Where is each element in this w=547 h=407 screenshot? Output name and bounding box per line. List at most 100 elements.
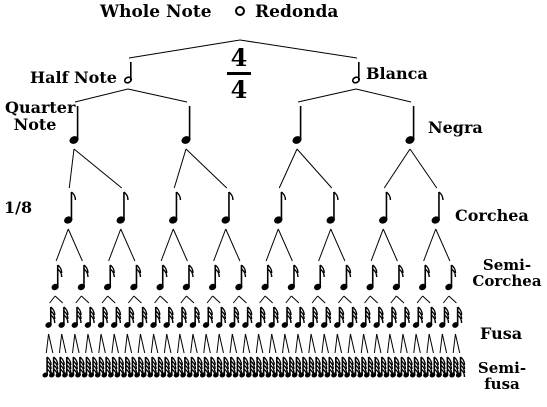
sixty-fourth-note-flag bbox=[420, 356, 426, 366]
sixty-fourth-note-flag bbox=[460, 368, 466, 378]
connector-line bbox=[242, 333, 246, 354]
thirty-second-note-flag bbox=[378, 306, 384, 316]
time-signature-top: 4 bbox=[230, 43, 248, 72]
sixty-fourth-note-flag bbox=[59, 356, 65, 366]
connector-line bbox=[415, 333, 421, 354]
thirty-second-note-flag bbox=[89, 310, 95, 320]
sixty-fourth-note-flag bbox=[322, 364, 328, 374]
thirty-second-note-flag bbox=[194, 310, 200, 320]
sixty-fourth-note-flag bbox=[79, 364, 85, 374]
sixty-fourth-note-flag bbox=[125, 364, 131, 374]
sixteenth-note-flag bbox=[319, 264, 325, 274]
eighth-note-flag bbox=[228, 191, 234, 201]
sixteenth-note-flag bbox=[346, 264, 352, 274]
thirty-second-note-flag bbox=[444, 306, 450, 316]
thirty-second-note-flag bbox=[260, 310, 266, 320]
eighth-note-flag bbox=[386, 191, 392, 201]
thirty-second-note-flag bbox=[76, 314, 82, 324]
connector-line bbox=[422, 295, 431, 304]
sixteenth-note-flag bbox=[372, 264, 378, 274]
connector-line bbox=[87, 333, 93, 354]
sixty-fourth-note-flag bbox=[427, 364, 433, 374]
sixty-fourth-note-flag bbox=[453, 364, 459, 374]
thirty-second-note-flag bbox=[352, 310, 358, 320]
sixty-fourth-note-flag bbox=[92, 356, 98, 366]
thirty-second-note-flag bbox=[457, 306, 463, 316]
thirty-second-note-flag bbox=[89, 314, 95, 324]
sixteenth-note-flag bbox=[241, 268, 247, 278]
sixty-fourth-note-flag bbox=[164, 360, 170, 370]
connector-line bbox=[265, 228, 279, 262]
connector-line bbox=[323, 333, 329, 354]
sixty-fourth-note-flag bbox=[427, 360, 433, 370]
sixty-fourth-note-flag bbox=[191, 360, 197, 370]
thirty-second-note-flag bbox=[260, 314, 266, 324]
connector-line bbox=[282, 333, 286, 354]
thirty-second-note-flag bbox=[220, 310, 227, 320]
label-quarter-line2: Note bbox=[13, 114, 57, 134]
connector-line bbox=[101, 295, 109, 304]
sixty-fourth-note-flag bbox=[374, 360, 380, 370]
connector-line bbox=[179, 333, 185, 354]
sixty-fourth-note-flag bbox=[263, 356, 269, 366]
connector-line bbox=[55, 228, 69, 262]
label-whole-note: Whole Note bbox=[100, 2, 212, 22]
sixty-fourth-note-flag bbox=[407, 360, 413, 370]
sixteenth-note-flag bbox=[451, 264, 457, 274]
connector-line bbox=[75, 295, 82, 304]
sixty-fourth-note-flag bbox=[276, 364, 282, 374]
label-negra: Negra bbox=[428, 118, 483, 137]
thirty-second-note-flag bbox=[207, 314, 213, 324]
eighth-note-flag bbox=[71, 191, 77, 201]
thirty-second-note-flag bbox=[273, 310, 279, 320]
connector-line bbox=[297, 88, 357, 103]
thirty-second-note-flag bbox=[312, 314, 318, 324]
thirty-second-note-flag bbox=[404, 314, 410, 324]
label-blanca: Blanca bbox=[366, 64, 428, 83]
thirty-second-note-flag bbox=[102, 306, 108, 316]
connector-line bbox=[137, 333, 141, 354]
connector-line bbox=[259, 295, 266, 304]
connector-line bbox=[428, 333, 434, 354]
sixty-fourth-note-flag bbox=[269, 360, 275, 370]
sixty-fourth-note-flag bbox=[368, 364, 374, 374]
sixty-fourth-note-flag bbox=[125, 360, 131, 370]
sixty-fourth-note-flag bbox=[223, 356, 229, 366]
thirty-second-note-flag bbox=[404, 306, 410, 316]
sixty-fourth-note-flag bbox=[236, 360, 243, 370]
sixty-fourth-note-flag bbox=[151, 364, 157, 374]
sixty-fourth-note-flag bbox=[315, 364, 321, 374]
sixty-fourth-note-flag bbox=[433, 360, 439, 370]
sixty-fourth-note-flag bbox=[46, 364, 52, 374]
thirty-second-note-flag bbox=[234, 310, 240, 320]
sixty-fourth-note-flag bbox=[118, 364, 124, 374]
connector-line bbox=[216, 333, 220, 354]
connector-line bbox=[73, 148, 123, 189]
connector-line bbox=[231, 333, 238, 354]
sixty-fourth-note-flag bbox=[191, 364, 197, 374]
sixteenth-note-flag bbox=[188, 268, 194, 278]
sixteenth-note-flag bbox=[398, 268, 404, 278]
sixty-fourth-note-flag bbox=[407, 356, 413, 366]
thirty-second-note-flag bbox=[115, 306, 122, 316]
sixty-fourth-note-flag bbox=[309, 364, 315, 374]
thirty-second-note-flag bbox=[444, 310, 450, 320]
thirty-second-note-flag bbox=[129, 306, 135, 316]
sixty-fourth-note-flag bbox=[355, 364, 361, 374]
thirty-second-note-flag bbox=[365, 310, 371, 320]
sixty-fourth-note-flag bbox=[151, 360, 157, 370]
sixty-fourth-note-flag bbox=[309, 360, 315, 370]
thirty-second-note-flag bbox=[430, 314, 437, 324]
sixty-fourth-note-flag bbox=[348, 356, 354, 366]
sixty-fourth-note-flag bbox=[381, 356, 387, 366]
sixty-fourth-note-flag bbox=[151, 356, 157, 366]
connector-line bbox=[426, 333, 430, 354]
connector-line bbox=[218, 333, 224, 354]
sixty-fourth-note-flag bbox=[184, 356, 190, 366]
sixteenth-note-flag bbox=[267, 264, 273, 274]
thirty-second-note-flag bbox=[102, 310, 108, 320]
thirty-second-note-flag bbox=[312, 310, 318, 320]
connector-line bbox=[213, 228, 227, 262]
sixty-fourth-note-flag bbox=[276, 356, 282, 366]
sixty-fourth-note-flag bbox=[236, 356, 243, 366]
